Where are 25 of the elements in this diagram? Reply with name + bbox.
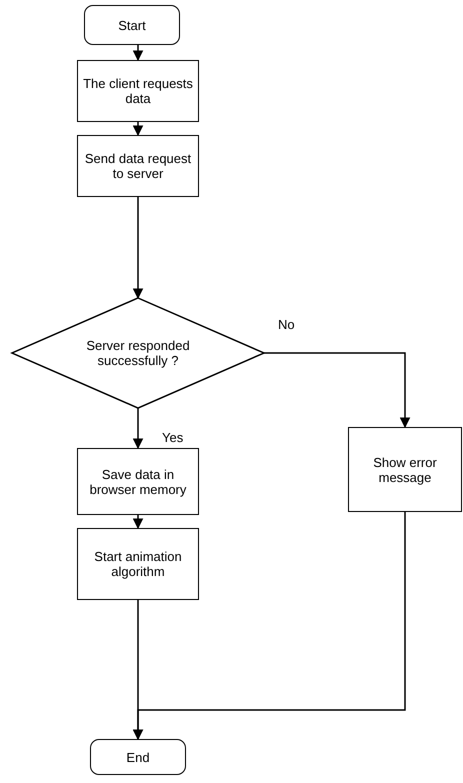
arrow [132,515,144,530]
arrow [132,122,144,136]
process-box [77,60,199,122]
node-text: Server responded successfully ? [85,338,191,368]
terminal-box [90,739,186,775]
terminal-box [84,5,180,45]
node-text: Send data request to server [84,151,192,181]
node-text: End [126,750,150,764]
edge-label: No [276,317,297,332]
process-box [77,448,199,515]
arrow [132,408,144,450]
process-box [77,135,199,197]
node-text: Save data in browser memory [88,466,188,496]
node-text: Start [118,18,146,32]
decision-diamond [12,298,264,408]
edge-label: Yes [160,430,186,445]
arrow [132,45,144,62]
process-box [77,528,199,600]
arrow [132,197,144,300]
node-text: Show error message [372,454,438,484]
node-text: The client requests data [82,76,194,106]
arrow [132,512,406,740]
node-text: Start animation algorithm [93,549,183,579]
process-box [348,427,462,512]
arrow [264,352,410,428]
